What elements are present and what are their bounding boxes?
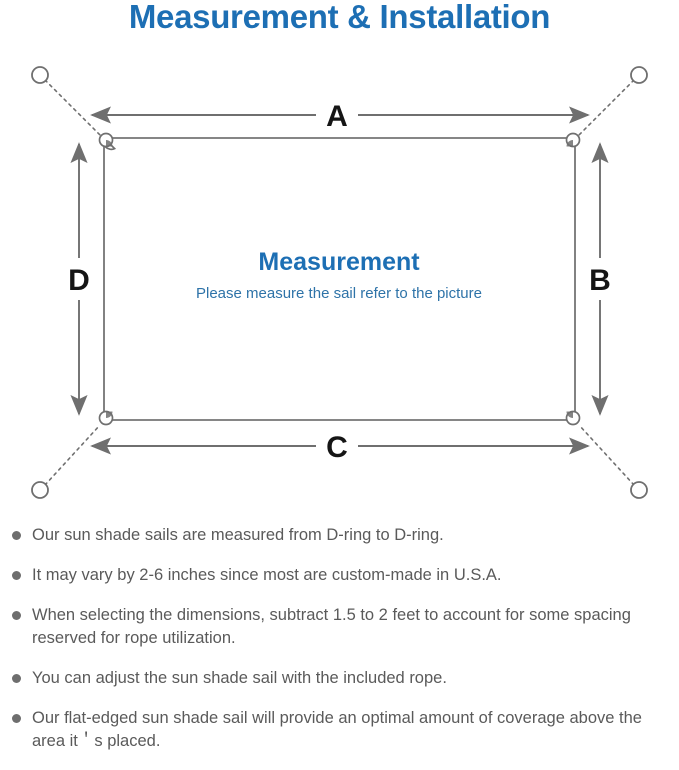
rope-lines [44, 79, 635, 486]
bullet-icon [12, 611, 21, 620]
note-text: You can adjust the sun shade sail with t… [32, 669, 447, 687]
list-item: It may vary by 2-6 inches since most are… [0, 564, 679, 587]
anchor-ring-bottom-left-icon [31, 481, 49, 499]
dimension-label-c: C [326, 431, 348, 464]
rope-line-bottom-right [578, 424, 635, 486]
sail-rectangle [103, 137, 576, 421]
list-item: You can adjust the sun shade sail with t… [0, 667, 679, 690]
dimension-label-a: A [326, 100, 348, 133]
d-ring-tl-fill [106, 140, 113, 147]
list-item: Our sun shade sails are measured from D-… [0, 524, 679, 547]
bullet-icon [12, 531, 21, 540]
sail-d-ring-fills [106, 140, 573, 418]
dimension-label-b: B [589, 264, 611, 297]
anchor-ring-bottom-right-icon [630, 481, 648, 499]
list-item: Our flat-edged sun shade sail will provi… [0, 707, 679, 753]
page-title: Measurement & Installation [128, 0, 551, 35]
sail-measurement-diagram: A C D B Measurement Please measure the s… [0, 40, 679, 510]
anchor-ring-top-right-icon [630, 66, 648, 84]
notes-list: Our sun shade sails are measured from D-… [0, 524, 679, 770]
measurement-heading: Measurement [258, 248, 420, 276]
note-text: Our flat-edged sun shade sail will provi… [32, 709, 642, 750]
bullet-icon [12, 674, 21, 683]
list-item: When selecting the dimensions, subtract … [0, 604, 679, 650]
d-ring-tr-fill [566, 140, 573, 147]
rope-line-bottom-left [44, 424, 101, 486]
page-root: Measurement & Installation [0, 0, 679, 750]
rope-line-top-right [578, 79, 635, 136]
anchor-rings [31, 66, 648, 499]
anchor-ring-top-left-icon [31, 66, 49, 84]
d-ring-bl-fill [106, 411, 113, 418]
dimension-label-d: D [68, 264, 90, 297]
note-text: It may vary by 2-6 inches since most are… [32, 566, 502, 584]
d-ring-br-fill [566, 411, 573, 418]
bullet-icon [12, 714, 21, 723]
measurement-subtext: Please measure the sail refer to the pic… [196, 285, 482, 302]
bullet-icon [12, 571, 21, 580]
note-text: When selecting the dimensions, subtract … [32, 606, 631, 647]
note-text: Our sun shade sails are measured from D-… [32, 526, 444, 544]
rope-line-top-left [44, 79, 101, 136]
